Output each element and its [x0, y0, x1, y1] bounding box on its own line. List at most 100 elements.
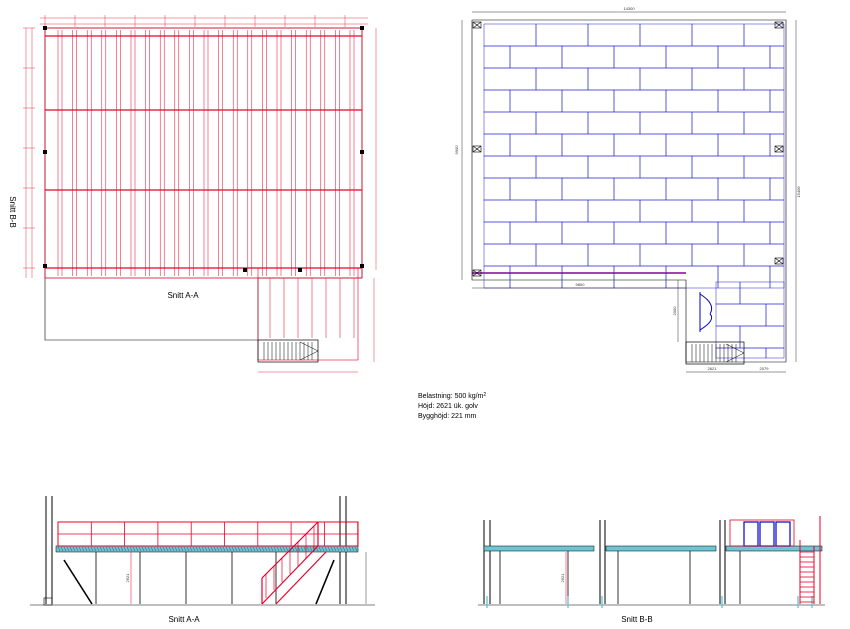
plan-b-panel	[587, 243, 641, 267]
elev-a-deck-hatch-line	[288, 546, 292, 552]
elev-a-deck-hatch-line	[243, 546, 247, 552]
elev-a-bracing	[63, 559, 335, 605]
elev-a-deck-hatch-line	[129, 546, 133, 552]
elev-a-deck-hatch-line	[183, 546, 187, 552]
plan-b-panel	[665, 221, 719, 245]
elev-a-deck-hatch-line	[249, 546, 253, 552]
plan-b-panel	[639, 155, 693, 179]
elev-a-deck-hatch-line	[267, 546, 271, 552]
elev-a-deck-hatch-line	[156, 546, 160, 552]
elev-a-deck-hatch-line	[228, 546, 232, 552]
plan-b-panel	[639, 23, 693, 47]
elev-a-rail-posts	[57, 522, 359, 546]
plan-b-panel	[665, 265, 719, 289]
elev-a-deck-hatch-line	[354, 546, 358, 552]
plan-a-stair-arrow	[299, 341, 319, 352]
elev-a-deck-hatch-line	[258, 546, 262, 552]
plan-b-panel	[483, 243, 537, 267]
elev-a-deck-hatch-line	[339, 546, 343, 552]
dim-left-height: 9900	[454, 145, 459, 155]
elev-a-deck-hatch-line	[123, 546, 127, 552]
elev-a-deck-hatch-line	[81, 546, 85, 552]
elev-a-deck-hatch-line	[345, 546, 349, 552]
elev-a-deck-hatch-line	[237, 546, 241, 552]
plan-b-panel	[769, 45, 785, 69]
plan-b-panel	[743, 243, 785, 267]
elev-a-deck-hatch-line	[192, 546, 196, 552]
elevation-a-a: 2621 Snitt A-A	[30, 496, 375, 624]
plan-a-stair-arrow	[299, 350, 319, 361]
elev-a-deck-hatch-line	[285, 546, 289, 552]
elev-b-deck-3	[725, 545, 823, 552]
plan-b-stair-arrow	[725, 343, 745, 354]
elev-a-deck-hatch-line	[321, 546, 325, 552]
plan-b-panel	[483, 45, 511, 69]
dim-top-total: 14300	[623, 6, 635, 11]
plan-b-stair-steps	[691, 343, 745, 363]
elev-a-deck-hatch-line	[165, 546, 169, 552]
plan-b-panel	[743, 155, 785, 179]
plan-b-panel	[587, 67, 641, 91]
elev-b-posts	[483, 520, 726, 604]
elev-a-deck-hatch-line	[141, 546, 145, 552]
elev-a-deck-hatch-line	[342, 546, 346, 552]
plan-b-panel	[483, 89, 511, 113]
plan-b-panel	[769, 177, 785, 201]
plan-b-stair	[685, 341, 745, 365]
plan-a-dim-ticks	[23, 15, 346, 269]
plan-a-columns	[43, 26, 364, 272]
elev-a-deck-hatch-line	[126, 546, 130, 552]
elev-a-height-value: 2621	[125, 573, 130, 583]
plan-b-panel	[483, 177, 511, 201]
elev-a-deck-hatch-line	[180, 546, 184, 552]
plan-b-panel	[483, 23, 537, 47]
plan-b-panel	[613, 265, 667, 289]
note-load: Belastning: 500 kg/m2	[418, 392, 486, 400]
plan-b-panel	[715, 281, 741, 305]
plan-a-side-label: Snitt B-B	[8, 196, 17, 228]
plan-b-panel	[715, 347, 767, 359]
plan-b-outline	[471, 19, 787, 363]
elev-a-deck-hatch-line	[270, 546, 274, 552]
elev-a-columns	[95, 552, 277, 604]
plan-b-panel	[535, 199, 589, 223]
plan-b-panel	[743, 199, 785, 223]
elev-a-deck-hatch-line	[78, 546, 82, 552]
plan-b-panel	[639, 111, 693, 135]
plan-b-panel	[535, 155, 589, 179]
plan-b-panel	[717, 133, 771, 157]
plan-a-title: Snitt A-A	[167, 291, 199, 300]
plan-b-floor-panels	[483, 23, 785, 359]
elev-b-deck-2	[605, 545, 717, 552]
plan-b-panel	[483, 199, 537, 223]
elev-a-deck-hatch-line	[150, 546, 154, 552]
elev-a-deck-hatch-line	[186, 546, 190, 552]
elev-a-deck-hatch-line	[168, 546, 172, 552]
elev-a-deck-hatch-line	[198, 546, 202, 552]
elev-a-deck-hatch-line	[99, 546, 103, 552]
elev-b-railing	[729, 519, 795, 547]
plan-b-panel	[587, 155, 641, 179]
plan-b: 14300 9900 15406 9800 2000 2621 2079	[454, 6, 801, 373]
elev-a-deck-hatch-line	[93, 546, 97, 552]
elev-a-deck-hatch-line	[216, 546, 220, 552]
plan-b-panel	[483, 67, 537, 91]
elev-a-deck-hatch-line	[132, 546, 136, 552]
plan-b-panel	[665, 133, 719, 157]
plan-b-panel	[561, 133, 615, 157]
elev-a-deck-hatch-line	[135, 546, 139, 552]
elev-b-stair	[799, 516, 821, 604]
elev-a-deck-hatch-line	[210, 546, 214, 552]
plan-b-panel	[509, 89, 563, 113]
plan-b-panel	[561, 177, 615, 201]
elev-a-deck-hatch-line	[189, 546, 193, 552]
plan-b-panel	[743, 111, 785, 135]
elev-a-deck-hatch-line	[204, 546, 208, 552]
elev-a-deck-hatch-line	[231, 546, 235, 552]
dim-stair-depth: 2000	[672, 306, 677, 316]
elev-a-deck-hatch-line	[246, 546, 250, 552]
plan-b-panel	[509, 177, 563, 201]
elev-a-deck-hatch-line	[348, 546, 352, 552]
plan-b-panel	[665, 177, 719, 201]
plan-b-panel	[765, 347, 785, 359]
